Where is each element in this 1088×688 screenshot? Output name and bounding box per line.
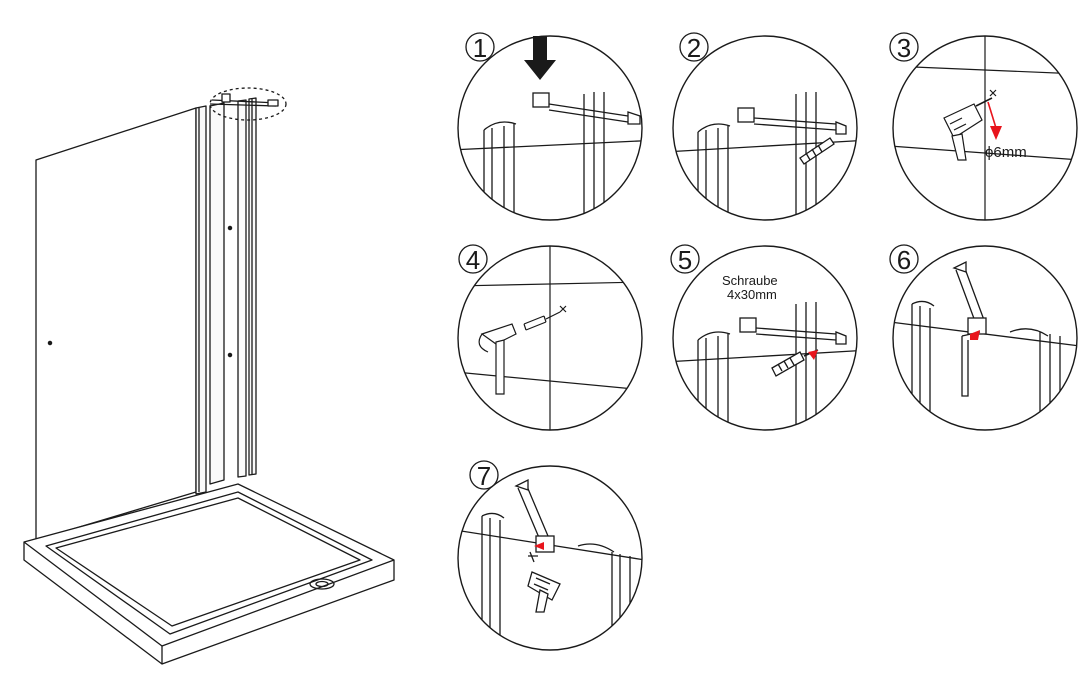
dowel-icon bbox=[523, 315, 547, 331]
door-frame-right bbox=[209, 102, 225, 485]
screw-label-line1: Schraube bbox=[722, 273, 778, 288]
step-6: 6 bbox=[889, 244, 1078, 431]
step-4: 4 bbox=[457, 244, 643, 431]
shower-tray bbox=[23, 483, 395, 665]
door-profile-left bbox=[195, 105, 207, 495]
step-number: 4 bbox=[466, 245, 480, 275]
drill-icon bbox=[527, 571, 561, 613]
drain bbox=[309, 578, 335, 590]
step-7: 7 bbox=[457, 460, 643, 651]
step-number: 2 bbox=[687, 33, 701, 63]
step-1: 1 bbox=[457, 32, 643, 221]
hammer-icon bbox=[478, 323, 517, 395]
screwdriver-icon bbox=[771, 351, 805, 377]
step-2: 2 bbox=[672, 32, 858, 221]
drill-diameter-label: ϕ6mm bbox=[985, 144, 1027, 161]
step-5: Schraube 4x30mm 5 bbox=[670, 244, 858, 431]
down-arrow-icon bbox=[524, 36, 556, 80]
step-number: 6 bbox=[897, 245, 911, 275]
detail-callout-ellipse bbox=[209, 87, 287, 121]
step-number: 7 bbox=[477, 461, 491, 491]
drill-icon bbox=[943, 97, 993, 161]
step-number: 3 bbox=[897, 33, 911, 63]
shower-enclosure-overview bbox=[23, 87, 395, 665]
side-glass-panel bbox=[35, 107, 197, 541]
step-3: ϕ6mm 3 bbox=[889, 32, 1078, 221]
screw-label-line2: 4x30mm bbox=[727, 287, 777, 302]
step-number: 5 bbox=[678, 245, 692, 275]
red-arrow-icon bbox=[987, 101, 997, 129]
allen-key-icon bbox=[961, 336, 969, 397]
step-number: 1 bbox=[473, 33, 487, 63]
